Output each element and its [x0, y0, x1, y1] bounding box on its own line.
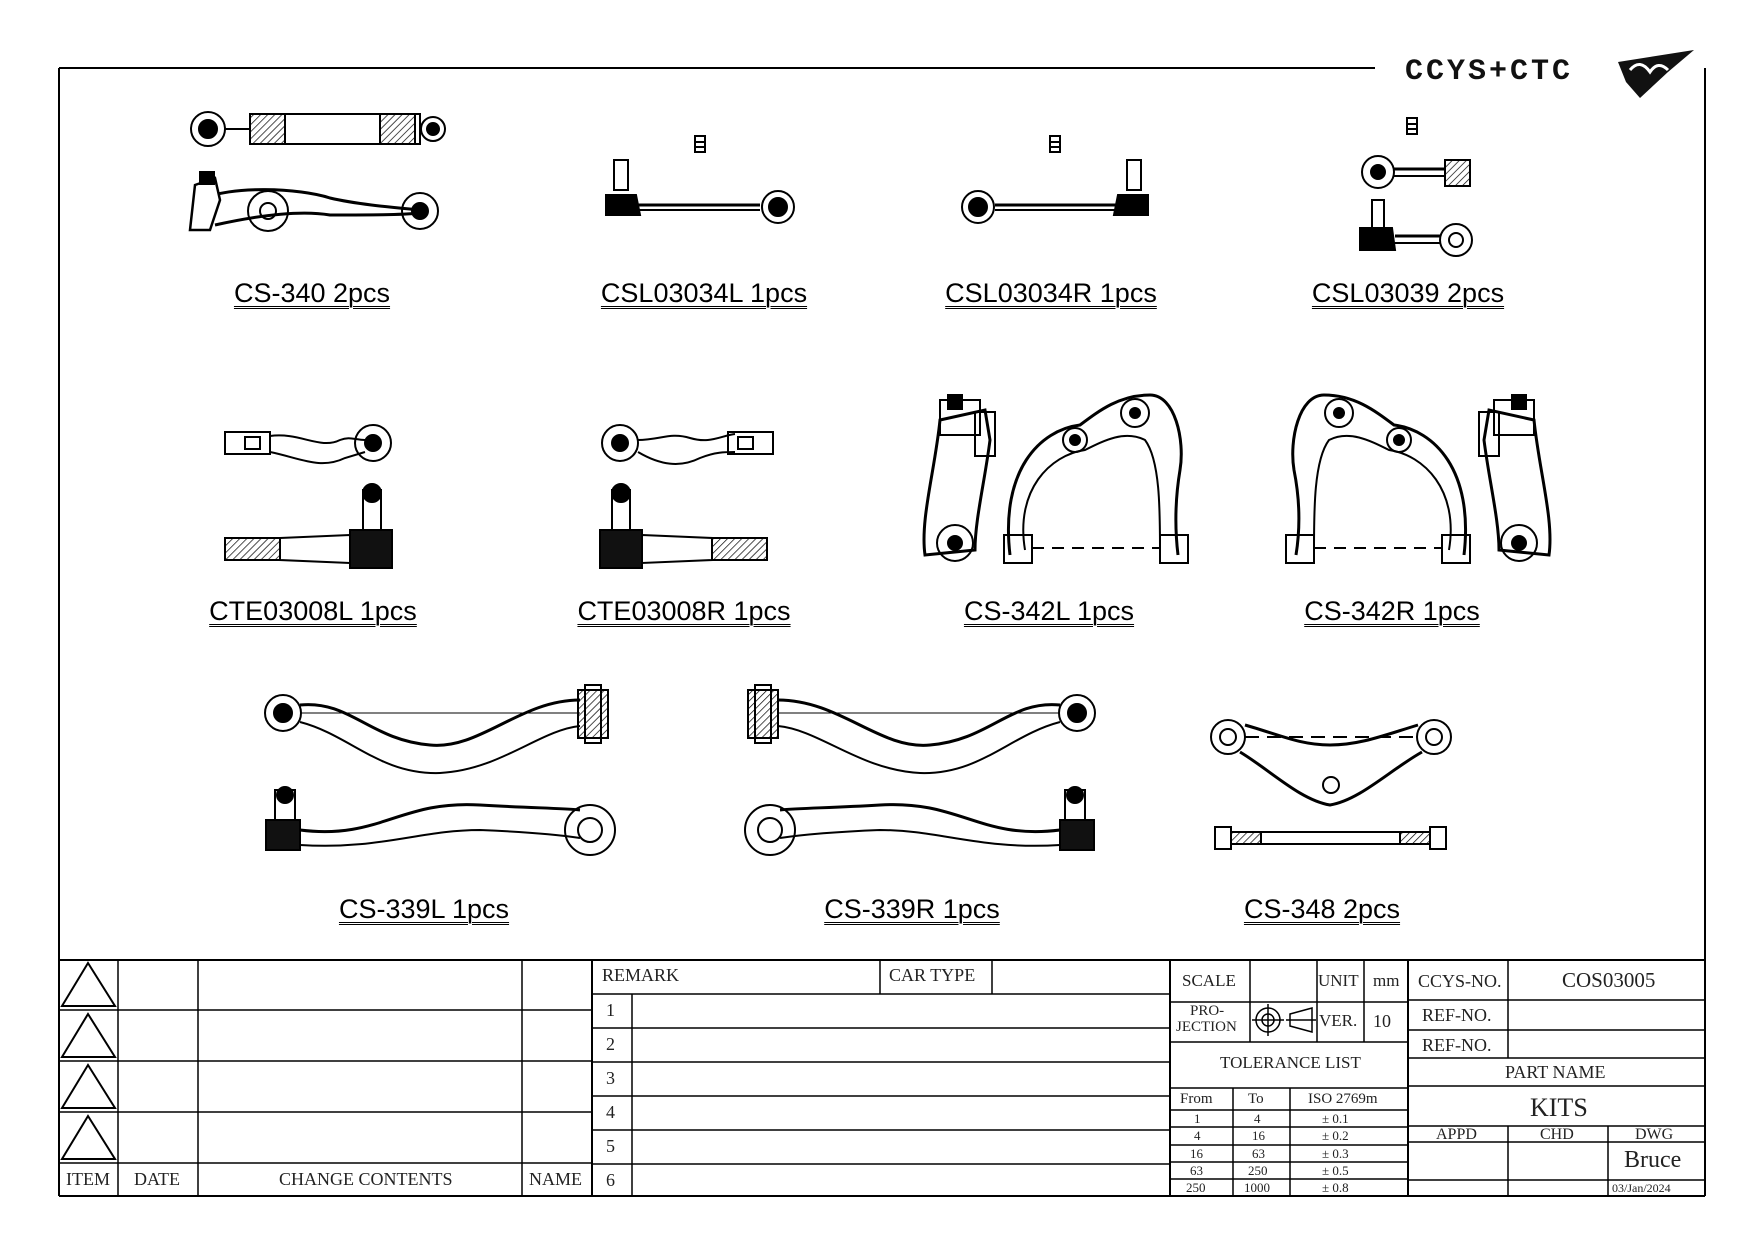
- part-drawing-cs339l: [264, 684, 616, 856]
- tol-from: 16: [1190, 1146, 1203, 1161]
- sheet-border: [58, 67, 1706, 1197]
- remark-row-number: 6: [606, 1170, 615, 1190]
- part-label-cte03008l: CTE03008L 1pcs: [209, 596, 417, 626]
- tol-to: 16: [1252, 1128, 1265, 1143]
- drawing-date: 03/Jan/2024: [1612, 1181, 1671, 1195]
- ver-label: VER.: [1319, 1011, 1358, 1030]
- part-drawing-cs342r: [1285, 393, 1552, 564]
- tol-from: 63: [1190, 1163, 1203, 1178]
- part-label-cs339l: CS-339L 1pcs: [338, 894, 510, 924]
- tol-to: 4: [1254, 1111, 1261, 1126]
- part-drawing-csl03039: [1359, 117, 1473, 257]
- tol-to: 63: [1252, 1146, 1265, 1161]
- tol-header-iso: ISO 2769m: [1308, 1091, 1378, 1107]
- tol-value: ± 0.2: [1322, 1128, 1349, 1143]
- part-drawing-cs342l: [922, 393, 1189, 564]
- title-block-grid: [59, 959, 1705, 1196]
- rev-header-item: ITEM: [66, 1169, 110, 1189]
- part-label-csl03034r: CSL03034R 1pcs: [945, 278, 1157, 308]
- ref-no-label-1: REF-NO.: [1422, 1005, 1492, 1025]
- chd-label: CHD: [1540, 1126, 1574, 1143]
- tol-value: ± 0.8: [1322, 1180, 1349, 1195]
- unit-value: mm: [1373, 971, 1400, 990]
- projection-label-line1: PRO-: [1190, 1003, 1225, 1019]
- part-drawing-csl03034l: [605, 135, 795, 224]
- part-drawing-cs340: [188, 111, 446, 232]
- part-label-csl03034l: CSL03034L 1pcs: [600, 278, 808, 308]
- appd-label: APPD: [1436, 1126, 1477, 1143]
- revision-triangle-icons: [60, 961, 117, 1160]
- remark-row-number: 2: [606, 1034, 615, 1054]
- drawn-by-name: Bruce: [1624, 1147, 1682, 1173]
- remark-row-number: 5: [606, 1136, 615, 1156]
- rev-header-name: NAME: [529, 1169, 582, 1189]
- remark-label: REMARK: [602, 965, 680, 985]
- part-drawing-cte03008r: [599, 424, 774, 569]
- dwg-label: DWG: [1635, 1126, 1674, 1143]
- rev-header-date: DATE: [134, 1169, 180, 1189]
- part-drawing-cte03008l: [224, 424, 393, 569]
- remark-row-number: 3: [606, 1068, 615, 1088]
- ccys-no-label: CCYS-NO.: [1418, 971, 1502, 991]
- part-name-value: KITS: [1530, 1093, 1588, 1122]
- tol-to: 1000: [1244, 1180, 1270, 1195]
- tol-value: ± 0.5: [1322, 1163, 1349, 1178]
- remark-row-number: 4: [606, 1102, 615, 1122]
- ccys-no-value: COS03005: [1562, 968, 1656, 992]
- scale-label: SCALE: [1182, 971, 1236, 990]
- ver-value: 10: [1373, 1011, 1391, 1031]
- part-label-cs339r: CS-339R 1pcs: [824, 894, 1000, 924]
- tol-from: 250: [1186, 1180, 1206, 1195]
- part-label-cte03008r: CTE03008R 1pcs: [577, 596, 791, 626]
- brand-logo-icon: [1618, 50, 1694, 98]
- tolerance-list-title: TOLERANCE LIST: [1220, 1053, 1361, 1072]
- part-label-cs342r: CS-342R 1pcs: [1304, 596, 1480, 626]
- part-label-cs348: CS-348 2pcs: [1243, 894, 1401, 924]
- projection-label-line2: JECTION: [1176, 1019, 1237, 1035]
- tol-to: 250: [1248, 1163, 1268, 1178]
- part-name-label: PART NAME: [1505, 1062, 1606, 1082]
- tol-header-from: From: [1180, 1091, 1213, 1107]
- car-type-label: CAR TYPE: [889, 965, 976, 985]
- rev-header-change-contents: CHANGE CONTENTS: [279, 1169, 453, 1189]
- part-label-cs340: CS-340 2pcs: [233, 278, 391, 308]
- brand-wordmark: CCYS+CTC: [1405, 55, 1574, 89]
- projection-symbol-icon: [1252, 1004, 1316, 1036]
- tol-value: ± 0.3: [1322, 1146, 1349, 1161]
- part-drawing-cs348: [1210, 719, 1452, 850]
- remark-row-number: 1: [606, 1000, 615, 1020]
- tol-from: 4: [1194, 1128, 1201, 1143]
- unit-label: UNIT: [1318, 971, 1359, 990]
- part-label-cs342l: CS-342L 1pcs: [963, 596, 1135, 626]
- part-drawing-cs339r: [744, 684, 1096, 856]
- tol-from: 1: [1194, 1111, 1201, 1126]
- tol-header-to: To: [1248, 1091, 1264, 1107]
- part-label-csl03039: CSL03039 2pcs: [1311, 278, 1505, 308]
- tol-value: ± 0.1: [1322, 1111, 1349, 1126]
- part-drawing-csl03034r: [961, 135, 1149, 224]
- ref-no-label-2: REF-NO.: [1422, 1035, 1492, 1055]
